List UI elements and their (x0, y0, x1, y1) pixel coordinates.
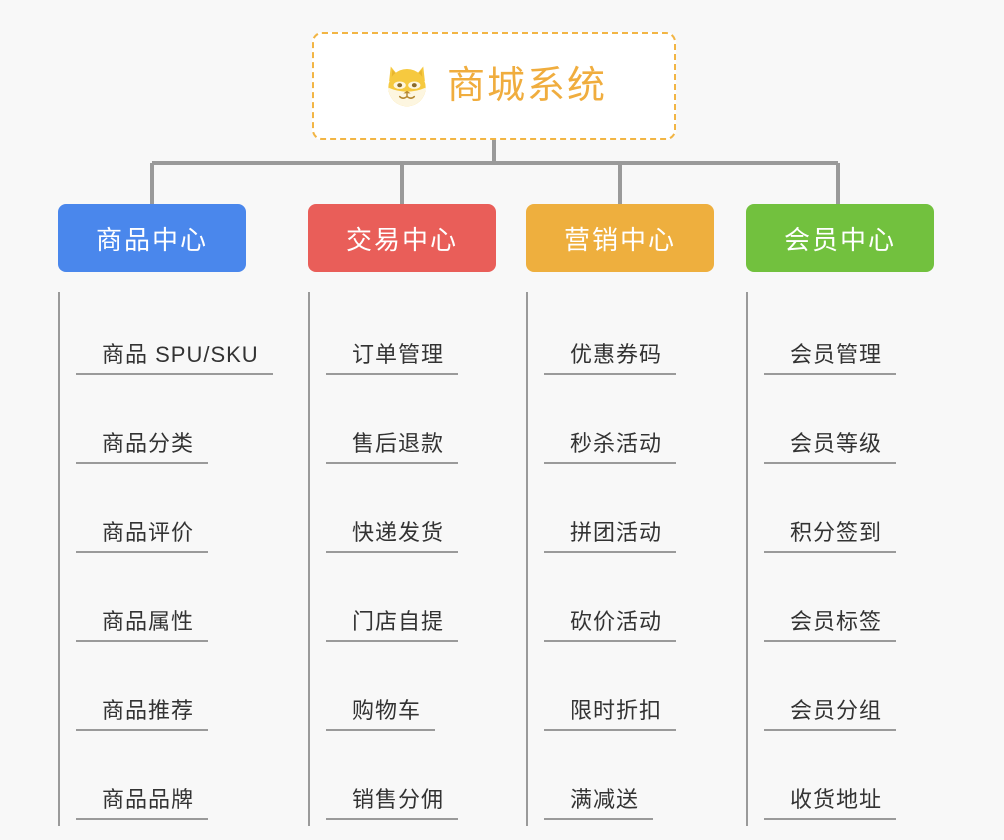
leaf-label: 满减送 (544, 787, 654, 820)
leaf-list-member: 会员管理 会员等级 积分签到 会员标签 会员分组 收货地址 (746, 292, 934, 826)
leaf-label: 秒杀活动 (544, 431, 677, 464)
leaf-label: 门店自提 (326, 609, 459, 642)
category-header-product[interactable]: 商品中心 (58, 204, 246, 272)
list-item[interactable]: 积分签到 (764, 470, 934, 559)
category-label: 营销中心 (563, 224, 676, 255)
leaf-label: 商品分类 (76, 431, 209, 464)
leaf-label: 售后退款 (326, 431, 459, 464)
category-column-marketing: 营销中心 优惠券码 秒杀活动 拼团活动 砍价活动 限时折扣 满减送 (526, 204, 714, 826)
category-label: 商品中心 (95, 224, 208, 255)
list-item[interactable]: 会员管理 (764, 292, 934, 381)
category-label: 会员中心 (783, 224, 896, 255)
category-column-member: 会员中心 会员管理 会员等级 积分签到 会员标签 会员分组 收货地址 (746, 204, 934, 826)
leaf-label: 砍价活动 (544, 609, 677, 642)
list-item[interactable]: 商品评价 (76, 470, 246, 559)
list-item[interactable]: 购物车 (326, 648, 496, 737)
list-item[interactable]: 销售分佣 (326, 737, 496, 826)
shiba-dog-face-icon (388, 66, 426, 107)
category-column-product: 商品中心 商品 SPU/SKU 商品分类 商品评价 商品属性 商品推荐 商品品牌 (58, 204, 273, 826)
leaf-label: 商品 SPU/SKU (76, 342, 273, 375)
leaf-label: 拼团活动 (544, 520, 677, 553)
leaf-label: 优惠券码 (544, 342, 677, 375)
category-column-trade: 交易中心 订单管理 售后退款 快递发货 门店自提 购物车 销售分佣 (308, 204, 496, 826)
leaf-label: 会员管理 (764, 342, 897, 375)
category-header-trade[interactable]: 交易中心 (308, 204, 496, 272)
category-header-marketing[interactable]: 营销中心 (526, 204, 714, 272)
leaf-label: 收货地址 (764, 787, 897, 820)
leaf-list-product: 商品 SPU/SKU 商品分类 商品评价 商品属性 商品推荐 商品品牌 (58, 292, 273, 826)
list-item[interactable]: 会员标签 (764, 559, 934, 648)
list-item[interactable]: 商品 SPU/SKU (76, 292, 273, 381)
list-item[interactable]: 收货地址 (764, 737, 934, 826)
list-item[interactable]: 订单管理 (326, 292, 496, 381)
root-node[interactable]: 商城系统 (312, 32, 676, 140)
leaf-label: 商品评价 (76, 520, 209, 553)
list-item[interactable]: 商品推荐 (76, 648, 246, 737)
list-item[interactable]: 秒杀活动 (544, 381, 714, 470)
leaf-label: 会员标签 (764, 609, 897, 642)
category-header-member[interactable]: 会员中心 (746, 204, 934, 272)
list-item[interactable]: 商品品牌 (76, 737, 246, 826)
category-label: 交易中心 (345, 224, 458, 255)
leaf-label: 积分签到 (764, 520, 897, 553)
leaf-label: 订单管理 (326, 342, 459, 375)
leaf-label: 会员分组 (764, 698, 897, 731)
leaf-label: 商品推荐 (76, 698, 209, 731)
list-item[interactable]: 砍价活动 (544, 559, 714, 648)
list-item[interactable]: 优惠券码 (544, 292, 714, 381)
list-item[interactable]: 商品属性 (76, 559, 246, 648)
leaf-label: 商品属性 (76, 609, 209, 642)
leaf-list-marketing: 优惠券码 秒杀活动 拼团活动 砍价活动 限时折扣 满减送 (526, 292, 714, 826)
leaf-label: 会员等级 (764, 431, 897, 464)
leaf-label: 限时折扣 (544, 698, 677, 731)
list-item[interactable]: 商品分类 (76, 381, 246, 470)
list-item[interactable]: 售后退款 (326, 381, 496, 470)
list-item[interactable]: 限时折扣 (544, 648, 714, 737)
list-item[interactable]: 拼团活动 (544, 470, 714, 559)
list-item[interactable]: 满减送 (544, 737, 714, 826)
root-title: 商城系统 (446, 65, 607, 107)
list-item[interactable]: 门店自提 (326, 559, 496, 648)
leaf-label: 快递发货 (326, 520, 459, 553)
leaf-list-trade: 订单管理 售后退款 快递发货 门店自提 购物车 销售分佣 (308, 292, 496, 826)
leaf-label: 销售分佣 (326, 787, 459, 820)
list-item[interactable]: 会员等级 (764, 381, 934, 470)
leaf-label: 购物车 (326, 698, 436, 731)
leaf-label: 商品品牌 (76, 787, 209, 820)
list-item[interactable]: 会员分组 (764, 648, 934, 737)
list-item[interactable]: 快递发货 (326, 470, 496, 559)
